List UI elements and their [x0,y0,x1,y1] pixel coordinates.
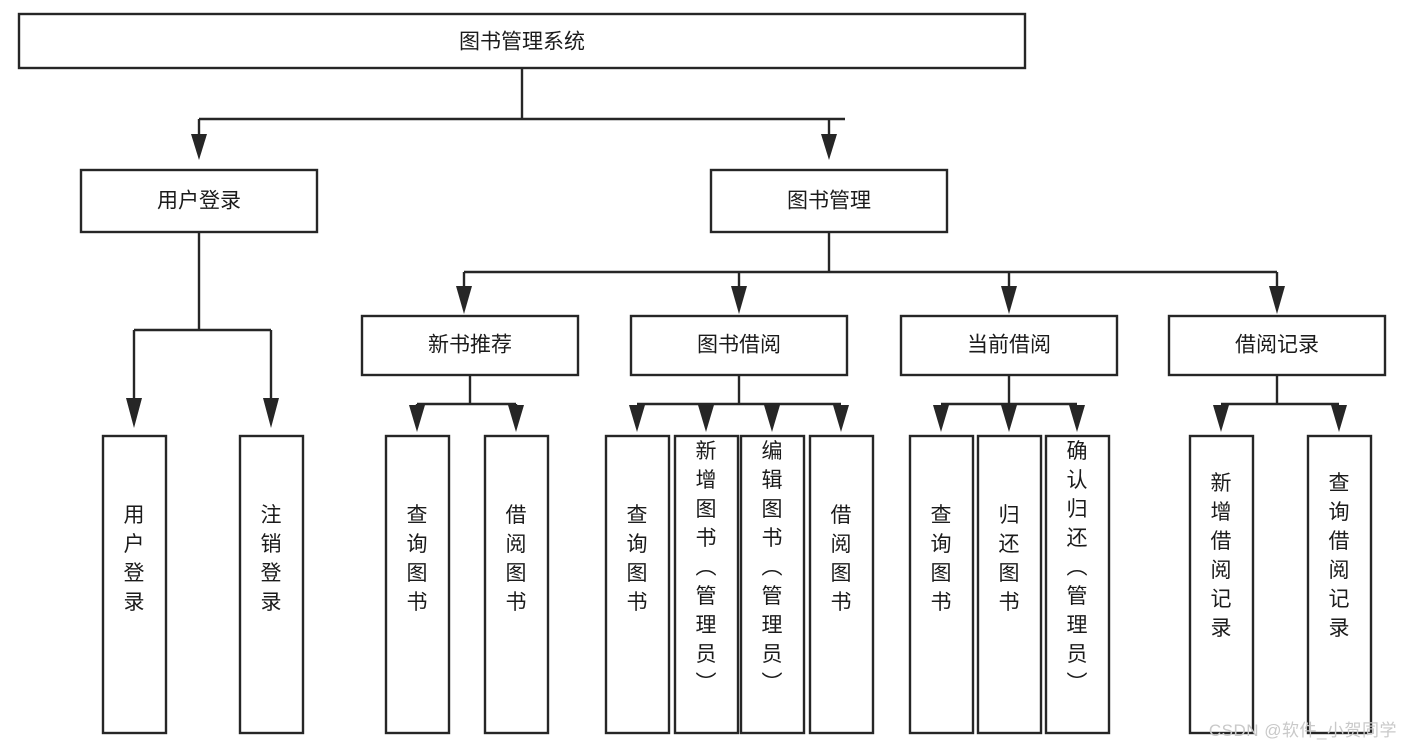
node-new-book-recommend[interactable]: 新书推荐 [360,314,580,377]
node-book-borrow-label: 图书借阅 [697,334,781,357]
arrow-user-login-leaf2-icon [263,398,279,428]
arrow-bookborrow-leaf3-icon [764,405,780,432]
arrow-recommend-leaf1-icon [409,405,425,432]
node-leaf-query-book-3-label: 查询图书 [931,504,952,614]
node-book-manage-label: 图书管理 [787,190,871,213]
arrow-currentborrow-leaf3-icon [1069,405,1085,432]
arrow-book-manage-to-borrow-icon [731,286,747,314]
node-leaf-query-book-1-label: 查询图书 [407,504,428,614]
node-leaf-query-book-3[interactable]: 查询图书 [908,434,975,735]
csdn-watermark: CSDN @软件_小贺同学 [1208,721,1397,740]
node-leaf-borrow-book-1-label: 借阅图书 [506,504,527,614]
arrow-recommend-leaf2-icon [508,405,524,432]
node-leaf-query-book-2[interactable]: 查询图书 [604,434,671,735]
node-leaf-borrow-book-1-box[interactable] [483,434,550,735]
arrow-bookborrow-leaf2-icon [698,405,714,432]
node-leaf-borrow-book-2-label: 借阅图书 [831,504,852,614]
arrow-user-login-leaf1-icon [126,398,142,428]
node-leaf-user-login[interactable]: 用户登录 [101,434,168,735]
node-leaf-query-book-1[interactable]: 查询图书 [384,434,451,735]
node-leaf-return-book-box[interactable] [976,434,1043,735]
arrow-currentborrow-leaf2-icon [1001,405,1017,432]
node-leaf-confirm-return[interactable]: 确认归还︵管理员︶ [1044,434,1111,735]
node-current-borrow-box[interactable] [899,314,1119,377]
node-leaf-query-book-1-box[interactable] [384,434,451,735]
node-leaf-logout-login-label: 注销登录 [261,504,282,614]
node-leaf-borrow-book-2-box[interactable] [808,434,875,735]
node-leaf-return-book[interactable]: 归还图书 [976,434,1043,735]
arrow-root-to-user-login-icon [191,134,207,160]
connector-group-borrow-record [1213,375,1347,432]
node-borrow-record-box[interactable] [1167,314,1387,377]
arrow-book-manage-to-recommend-icon [456,286,472,314]
node-new-book-recommend-box[interactable] [360,314,580,377]
node-user-login-box[interactable] [79,168,319,234]
node-new-book-recommend-label: 新书推荐 [428,334,512,357]
node-root-label: 图书管理系统 [459,31,585,54]
arrow-root-to-book-manage-icon [821,134,837,160]
connector-group-book-borrow [629,375,849,432]
arrow-book-manage-to-record-icon [1269,286,1285,314]
arrow-borrowrecord-leaf2-icon [1331,405,1347,432]
connector-group-user-login [126,232,279,428]
arrow-bookborrow-leaf1-icon [629,405,645,432]
node-borrow-record-label: 借阅记录 [1235,334,1319,357]
node-leaf-query-record[interactable]: 查询借阅记录 [1306,434,1373,735]
node-user-login[interactable]: 用户登录 [79,168,319,234]
node-leaf-confirm-return-box[interactable] [1044,434,1111,735]
node-root[interactable]: 图书管理系统 [17,12,1027,70]
node-leaf-query-record-box[interactable] [1306,434,1373,735]
arrow-bookborrow-leaf4-icon [833,405,849,432]
connector-group-book-manage [456,232,1285,314]
node-leaf-edit-book-label: 编辑图书︵管理员︶ [762,440,783,695]
node-leaf-borrow-book-2[interactable]: 借阅图书 [808,434,875,735]
connector-group-root [191,68,845,160]
node-leaf-add-book-label: 新增图书︵管理员︶ [696,440,717,695]
node-leaf-edit-book-box[interactable] [739,434,806,735]
node-leaf-return-book-label: 归还图书 [999,504,1020,614]
node-leaf-query-book-2-box[interactable] [604,434,671,735]
node-leaf-user-login-box[interactable] [101,434,168,735]
node-book-borrow[interactable]: 图书借阅 [629,314,849,377]
node-leaf-borrow-book-1[interactable]: 借阅图书 [483,434,550,735]
node-leaf-logout-login-box[interactable] [238,434,305,735]
node-leaf-edit-book[interactable]: 编辑图书︵管理员︶ [739,434,806,735]
node-book-borrow-box[interactable] [629,314,849,377]
node-root-box[interactable] [17,12,1027,70]
node-current-borrow-label: 当前借阅 [967,334,1051,357]
arrow-borrowrecord-leaf1-icon [1213,405,1229,432]
connector-group-new-book-recommend [409,375,524,432]
node-leaf-user-login-label: 用户登录 [124,504,145,614]
node-leaf-add-record[interactable]: 新增借阅记录 [1188,434,1255,735]
node-leaf-add-record-label: 新增借阅记录 [1211,472,1232,640]
node-leaf-add-book[interactable]: 新增图书︵管理员︶ [673,434,740,735]
node-leaf-add-record-box[interactable] [1188,434,1255,735]
node-current-borrow[interactable]: 当前借阅 [899,314,1119,377]
node-user-login-label: 用户登录 [157,190,241,213]
connector-group-current-borrow [933,375,1085,432]
node-book-manage[interactable]: 图书管理 [709,168,949,234]
node-leaf-query-book-2-label: 查询图书 [627,504,648,614]
node-leaf-add-book-box[interactable] [673,434,740,735]
node-borrow-record[interactable]: 借阅记录 [1167,314,1387,377]
arrow-book-manage-to-current-icon [1001,286,1017,314]
node-leaf-query-record-label: 查询借阅记录 [1329,472,1350,640]
node-book-manage-box[interactable] [709,168,949,234]
node-leaf-query-book-3-box[interactable] [908,434,975,735]
node-leaf-confirm-return-label: 确认归还︵管理员︶ [1067,440,1088,695]
node-leaf-logout-login[interactable]: 注销登录 [238,434,305,735]
arrow-currentborrow-leaf1-icon [933,405,949,432]
